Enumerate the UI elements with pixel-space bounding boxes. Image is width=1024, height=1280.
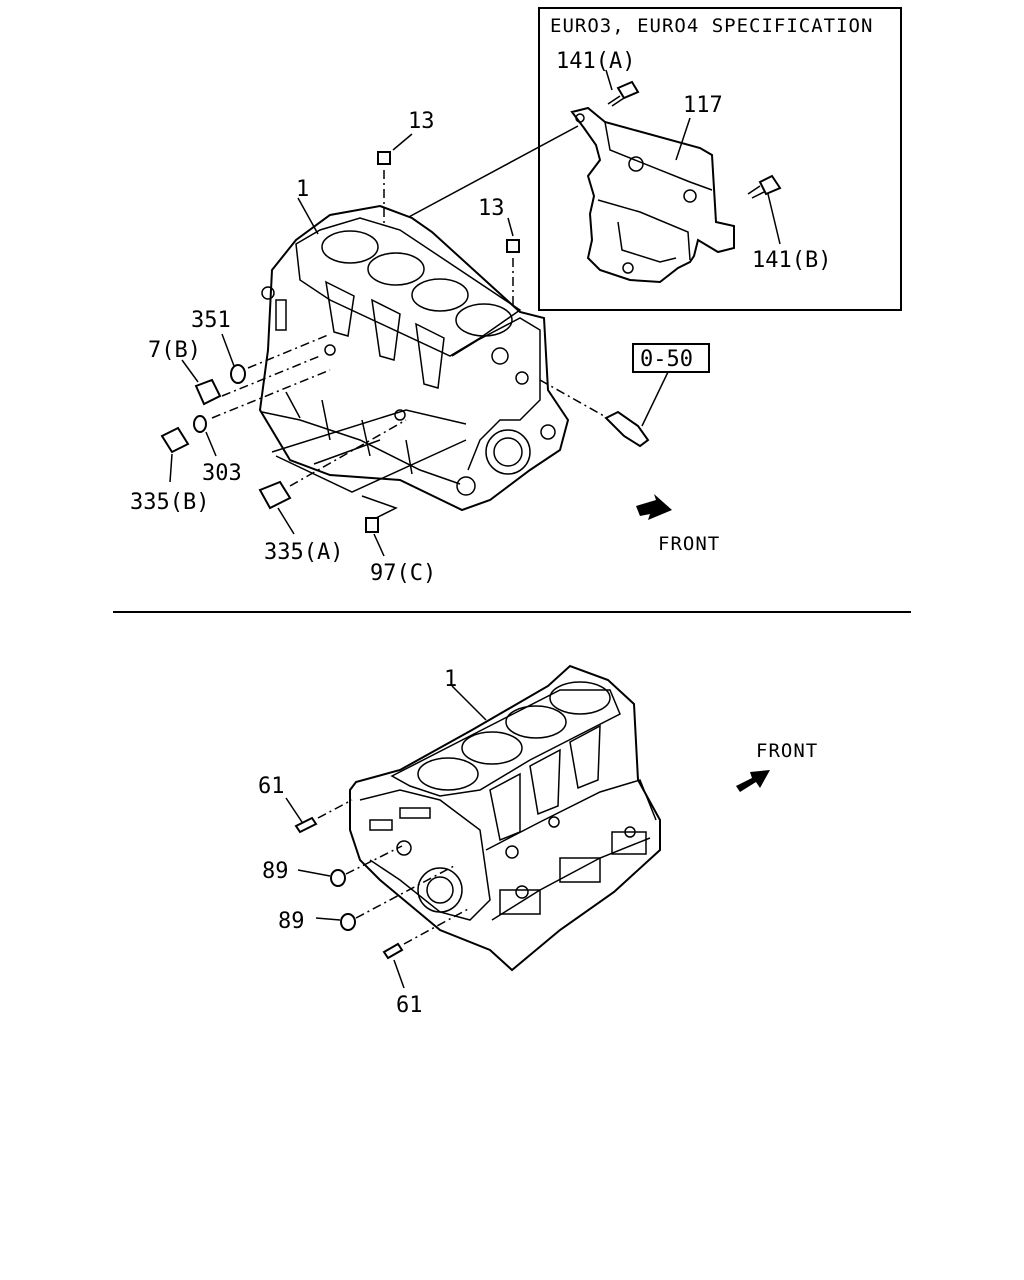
label-0-50: 0-50 [640,347,693,372]
label-335a: 335(A) [264,540,343,565]
label-13-left: 13 [408,109,435,134]
label-89-bottom: 89 [278,909,305,934]
front-arrow-bottom [736,770,770,792]
label-97c: 97(C) [370,561,436,586]
cylinder-block-top [258,204,570,512]
spec-box-title: EURO3, EURO4 SPECIFICATION [550,15,873,37]
plug-97c [361,495,398,557]
label-61-bottom: 61 [396,993,423,1018]
pin-13-right [506,217,520,305]
plug-89-top [297,845,403,887]
label-351: 351 [191,308,231,333]
spec-box: EURO3, EURO4 SPECIFICATION 141(A) 117 [538,7,902,311]
cover-plate-117 [570,106,735,284]
label-7b: 7(B) [148,338,201,363]
label-141b: 141(B) [752,248,831,273]
washer-303 [193,369,331,457]
label-141a: 141(A) [556,49,635,74]
seal-351 [221,333,329,384]
plug-7b [181,355,321,406]
sensor-0-50 [539,343,710,448]
plug-335a [258,419,407,535]
ref-box-0-50 [632,343,710,373]
pin-13-left [377,133,413,225]
label-1-top: 1 [296,177,309,202]
label-13-right: 13 [478,196,505,221]
plug-335b [160,426,190,483]
label-61-top: 61 [258,774,285,799]
label-303: 303 [202,461,242,486]
label-89-top: 89 [262,859,289,884]
label-1-bottom: 1 [444,667,457,692]
label-front-top: FRONT [658,533,720,555]
bolt-141a [605,69,640,107]
label-335b: 335(B) [130,490,209,515]
bolt-141b [747,174,782,245]
stud-61-bottom [382,907,471,989]
label-front-bottom: FRONT [756,740,818,762]
front-arrow-top [636,494,672,520]
stud-61-top [285,797,353,834]
cylinder-block-bottom [349,664,661,972]
label-117: 117 [683,93,723,118]
plug-89-bottom [315,865,455,931]
